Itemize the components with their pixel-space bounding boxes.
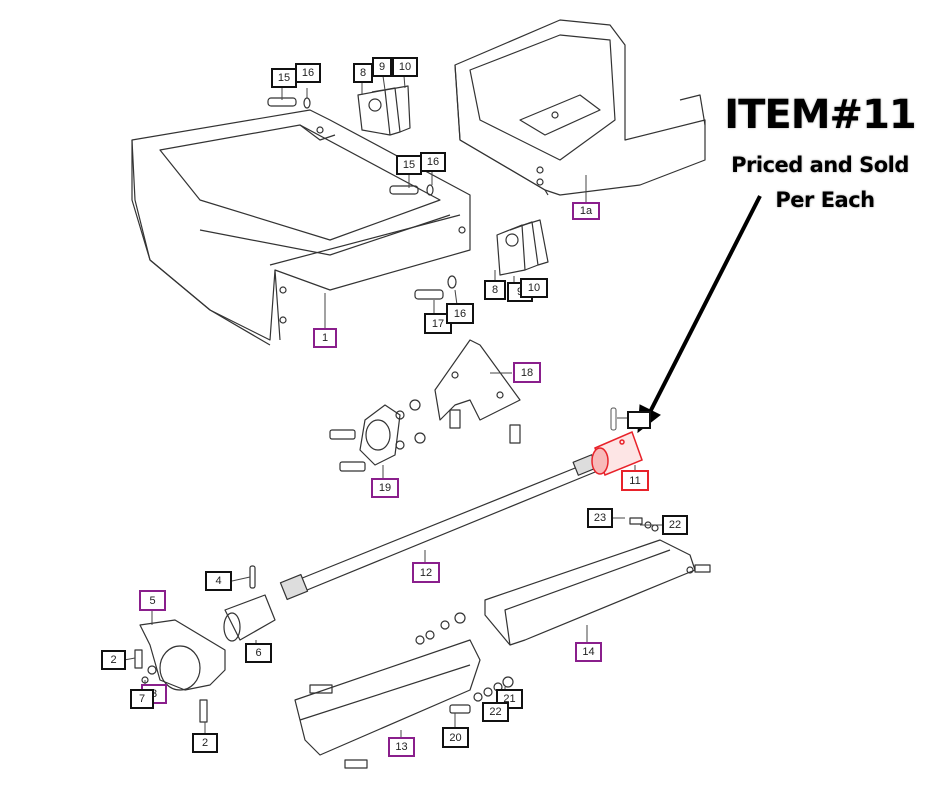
part-label-19: 19 bbox=[371, 478, 399, 498]
part-label-16: 16 bbox=[420, 152, 446, 172]
frame-part-1a bbox=[454, 19, 706, 196]
bearing-housing-5 bbox=[134, 619, 226, 723]
part-label-21: 21 bbox=[496, 689, 523, 709]
part-label-15: 15 bbox=[271, 68, 297, 88]
part-label-20: 20 bbox=[442, 727, 469, 748]
callout-arrow bbox=[637, 195, 762, 434]
part-label-4: 4 bbox=[205, 571, 232, 591]
pin-4 bbox=[249, 565, 256, 589]
part-label-1: 1 bbox=[313, 328, 337, 348]
part-label-5: 5 bbox=[139, 590, 166, 611]
part-label-22: 22 bbox=[662, 515, 688, 535]
part-label-8: 8 bbox=[484, 280, 506, 300]
channel-part-14 bbox=[484, 539, 711, 646]
highlighted-bushing-item-11 bbox=[591, 430, 643, 476]
part-label-2: 2 bbox=[192, 733, 218, 753]
flange-bearing-19 bbox=[329, 399, 426, 472]
part-label-15: 15 bbox=[396, 155, 422, 175]
part-label-11-pin bbox=[627, 411, 651, 429]
washers-upper bbox=[415, 517, 659, 645]
part-label-2: 2 bbox=[101, 650, 126, 670]
bracket-part-18 bbox=[434, 339, 521, 444]
callout-line-1: Priced and Sold bbox=[731, 153, 909, 177]
part-label-8: 8 bbox=[353, 63, 373, 83]
part-label-9: 9 bbox=[372, 57, 392, 77]
channel-part-13 bbox=[294, 639, 481, 769]
roll-pin-11 bbox=[610, 407, 617, 431]
part-label-11: 11 bbox=[621, 470, 649, 491]
bolt-15-top bbox=[267, 97, 311, 109]
part-label-10: 10 bbox=[520, 278, 548, 298]
shaft-part-12 bbox=[279, 454, 601, 601]
clevis-brackets-top bbox=[357, 85, 411, 136]
clevis-brackets-bottom bbox=[496, 219, 549, 276]
bolt-17 bbox=[414, 275, 457, 300]
part-label-6: 6 bbox=[245, 643, 272, 663]
part-label-1a: 1a bbox=[572, 202, 600, 220]
part-label-14: 14 bbox=[575, 642, 602, 662]
callout-line-2: Per Each bbox=[775, 188, 875, 212]
part-label-13: 13 bbox=[388, 737, 415, 757]
frame-part-1 bbox=[131, 109, 471, 346]
part-label-16: 16 bbox=[295, 63, 321, 83]
callout-title: ITEM#11 bbox=[724, 92, 916, 138]
part-label-18: 18 bbox=[513, 362, 541, 383]
part-label-10: 10 bbox=[392, 57, 418, 77]
bolt-15-mid bbox=[389, 184, 434, 196]
bushing-part-6 bbox=[223, 594, 276, 642]
part-label-23: 23 bbox=[587, 508, 613, 528]
part-label-7: 7 bbox=[130, 689, 154, 709]
part-label-12: 12 bbox=[412, 562, 440, 583]
part-label-16: 16 bbox=[446, 303, 474, 324]
part-label-22: 22 bbox=[482, 702, 509, 722]
